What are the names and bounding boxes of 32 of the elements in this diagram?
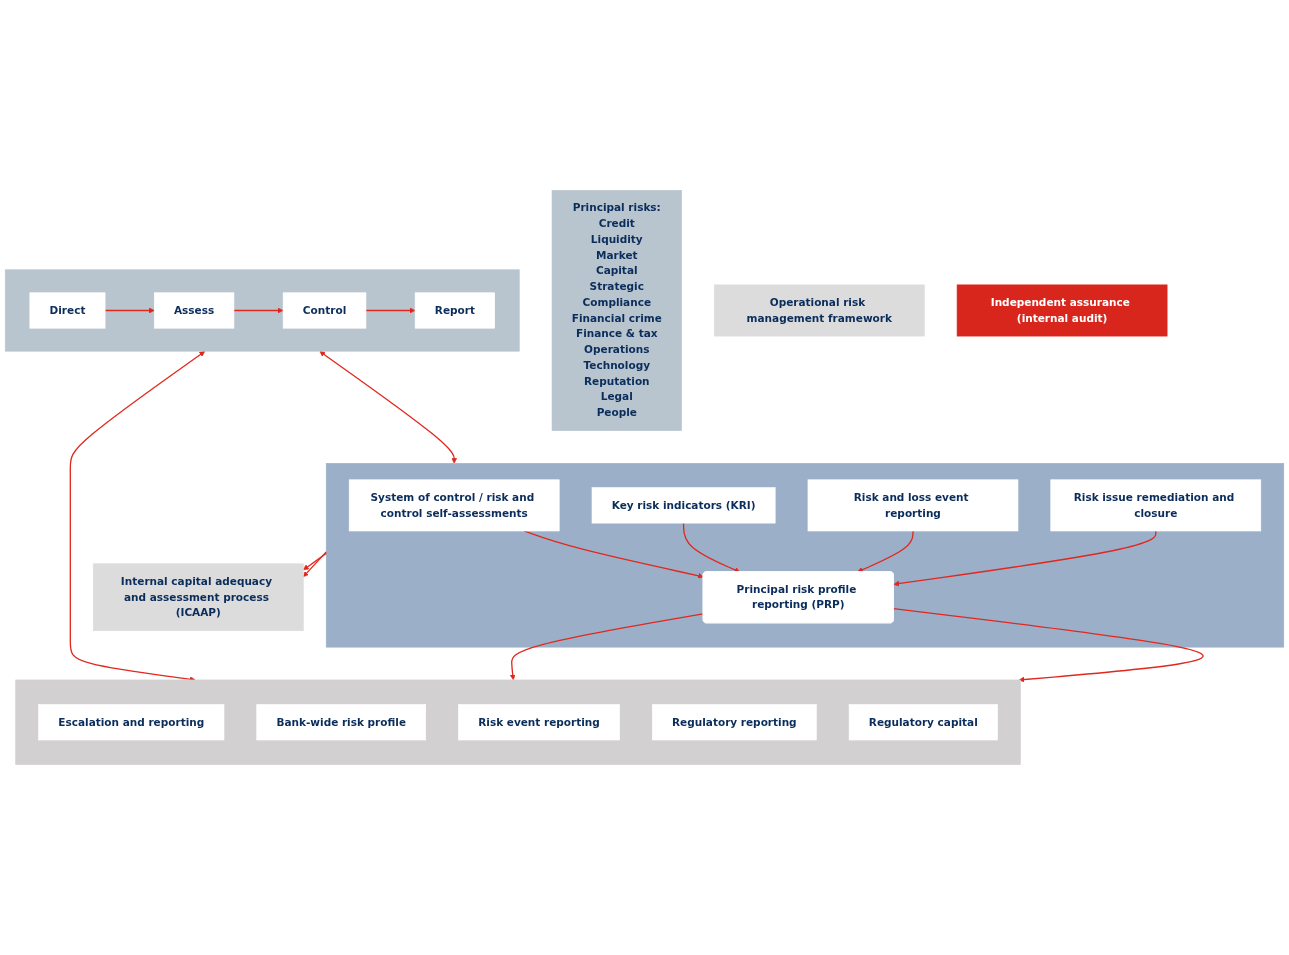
node-box: Regulatory capital — [848, 704, 998, 741]
node-box: Bank-wide risk profile — [256, 704, 427, 741]
arrow — [523, 530, 704, 579]
node-box: Risk and loss event reporting — [807, 479, 1019, 532]
arrow — [303, 552, 327, 571]
cluster — [15, 679, 1021, 765]
node-box: Operational risk management framework — [713, 284, 925, 337]
arrow — [319, 351, 458, 464]
arrow — [892, 608, 1204, 683]
arrow — [857, 530, 914, 573]
cluster — [325, 463, 1285, 648]
cluster — [4, 269, 520, 352]
node-box: Direct — [29, 292, 106, 329]
arrow — [365, 307, 416, 314]
node-box: Internal capital adequacy and assessment process (ICAAP) — [92, 563, 304, 632]
node-box: System of control / risk and control self-assessments — [348, 479, 560, 532]
node-box: Control — [282, 292, 367, 329]
node-box: Independent assurance (internal audit) — [956, 284, 1168, 337]
node-box: Key risk indicators (KRI) — [591, 487, 776, 524]
arrow — [893, 530, 1157, 587]
arrow — [509, 613, 704, 681]
node-box: Report — [414, 292, 495, 329]
arrow — [682, 522, 740, 573]
arrow — [303, 551, 327, 578]
node-box: Risk event reporting — [458, 704, 620, 741]
arrow — [104, 307, 155, 314]
node-box: Regulatory reporting — [652, 704, 817, 741]
node-box: Risk issue remediation and closure — [1050, 479, 1262, 532]
node-box: Assess — [154, 292, 235, 329]
arrow — [233, 307, 284, 314]
node-box: Escalation and reporting — [38, 704, 225, 741]
node-box: Principal risks: Credit Liquidity Market Capital Strategic Compliance Financial crime Finance & tax Operations Technology Reputation Legal People — [551, 190, 682, 431]
